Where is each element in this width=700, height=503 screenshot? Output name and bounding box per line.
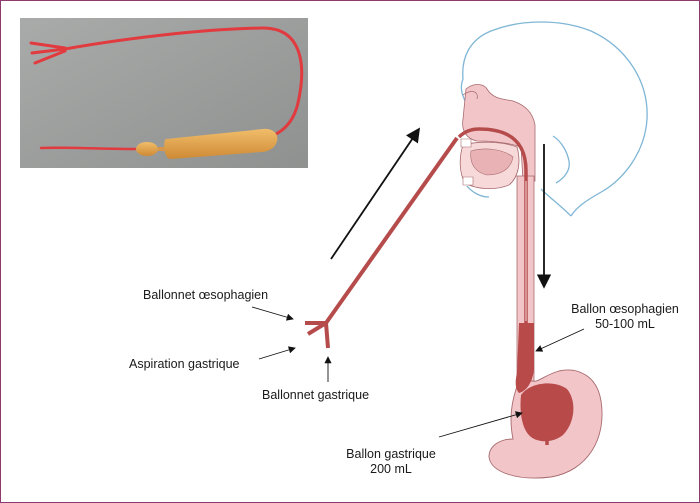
gastric-balloon: [520, 383, 574, 442]
tube-path-head: [457, 127, 528, 376]
gastric-balloon-volume: 200 mL: [370, 462, 412, 476]
tube-photo: [20, 18, 308, 168]
photo-tube: [29, 26, 304, 151]
label-oesophageal-balloonet: Ballonnet œsophagien: [143, 288, 269, 302]
tube-path-external: [324, 136, 459, 325]
label-pointers: [251, 306, 585, 438]
teeth: [460, 138, 474, 186]
tube-connectors: [305, 321, 330, 349]
label-gastric-balloon: Ballon gastrique 200 mL: [333, 447, 449, 477]
nose-detail: [462, 91, 478, 100]
gastric-balloon-title: Ballon gastrique: [346, 447, 436, 461]
insertion-direction-arrow: [330, 127, 421, 260]
photo-gastric-balloon: [164, 128, 278, 159]
oesophageal-balloon: [515, 323, 534, 393]
label-oesophageal-balloon: Ballon œsophagien 50-100 mL: [561, 302, 689, 332]
head-anatomy: [459, 84, 536, 189]
label-gastric-aspiration: Aspiration gastrique: [129, 357, 240, 371]
head-outline: [460, 21, 648, 217]
label-gastric-balloonet: Ballonnet gastrique: [262, 388, 370, 402]
tongue: [470, 148, 514, 176]
photo-oesophageal-balloonet: [136, 142, 158, 156]
photo-balloons: [136, 128, 278, 159]
oesophageal-balloon-title: Ballon œsophagien: [571, 302, 679, 316]
oesophageal-balloon-volume: 50-100 mL: [595, 317, 655, 331]
tube-in-situ: [305, 127, 574, 445]
